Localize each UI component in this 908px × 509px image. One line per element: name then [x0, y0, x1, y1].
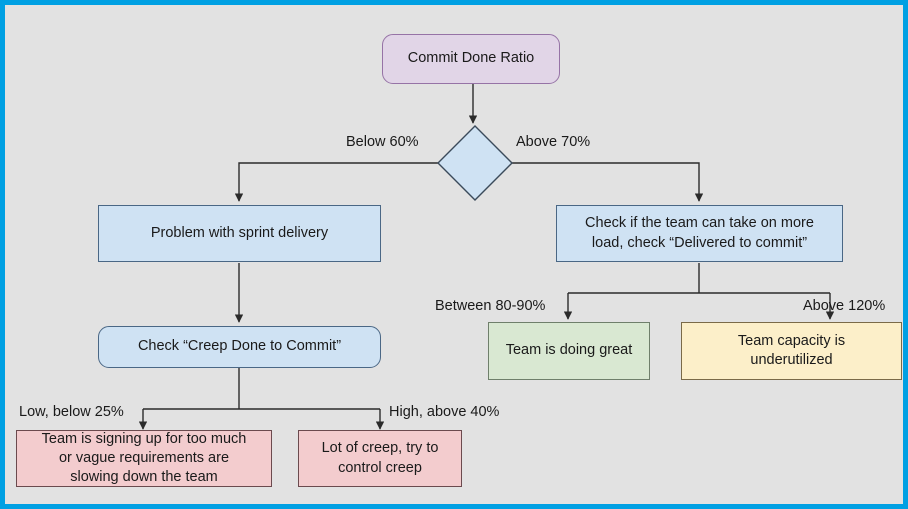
node-team-doing-great[interactable]: Team is doing great	[488, 322, 650, 380]
node-decision-ratio[interactable]	[438, 126, 512, 200]
node-lot-of-creep[interactable]: Lot of creep, try to control creep	[298, 430, 462, 487]
edge-label-low-below-25: Low, below 25%	[19, 404, 124, 420]
node-team-capacity-underutilized[interactable]: Team capacity is underutilized	[681, 322, 902, 380]
edge-label-above-120: Above 120%	[803, 298, 886, 314]
node-commit-done-ratio[interactable]: Commit Done Ratio	[382, 34, 560, 84]
node-check-team-capacity[interactable]: Check if the team can take on more load,…	[556, 205, 843, 262]
node-check-creep-done-to-commit[interactable]: Check “Creep Done to Commit”	[98, 326, 381, 368]
edge-label-below-60: Below 60%	[346, 134, 419, 150]
node-signing-up-for-too-much[interactable]: Team is signing up for too much or vague…	[16, 430, 272, 487]
edge-decision-right	[512, 162, 704, 202]
edge-label-above-70: Above 70%	[516, 134, 591, 150]
edge-label-between-80-90: Between 80-90%	[435, 298, 546, 314]
edge-decision-left	[234, 162, 438, 202]
edge-label-high-above-40: High, above 40%	[389, 404, 500, 420]
node-problem-sprint-delivery[interactable]: Problem with sprint delivery	[98, 205, 381, 262]
